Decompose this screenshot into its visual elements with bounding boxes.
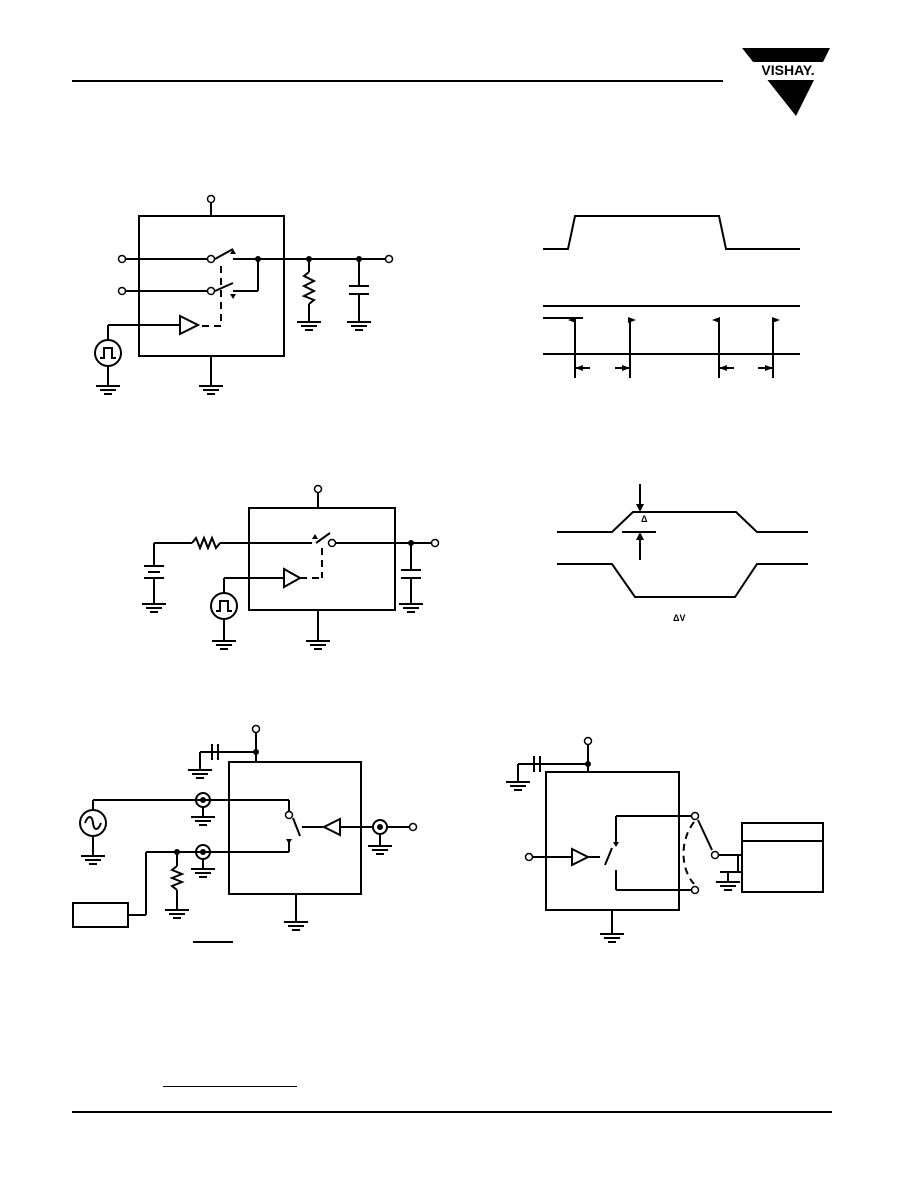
footer-link-underline [163, 1086, 297, 1087]
brand-name: VISHAY. [761, 62, 815, 78]
delta-v-label: ΔV [673, 613, 685, 623]
header-rule [72, 80, 723, 82]
vishay-logo [742, 48, 834, 116]
delta-label: Δ [641, 514, 648, 524]
footer-rule [72, 1111, 832, 1113]
